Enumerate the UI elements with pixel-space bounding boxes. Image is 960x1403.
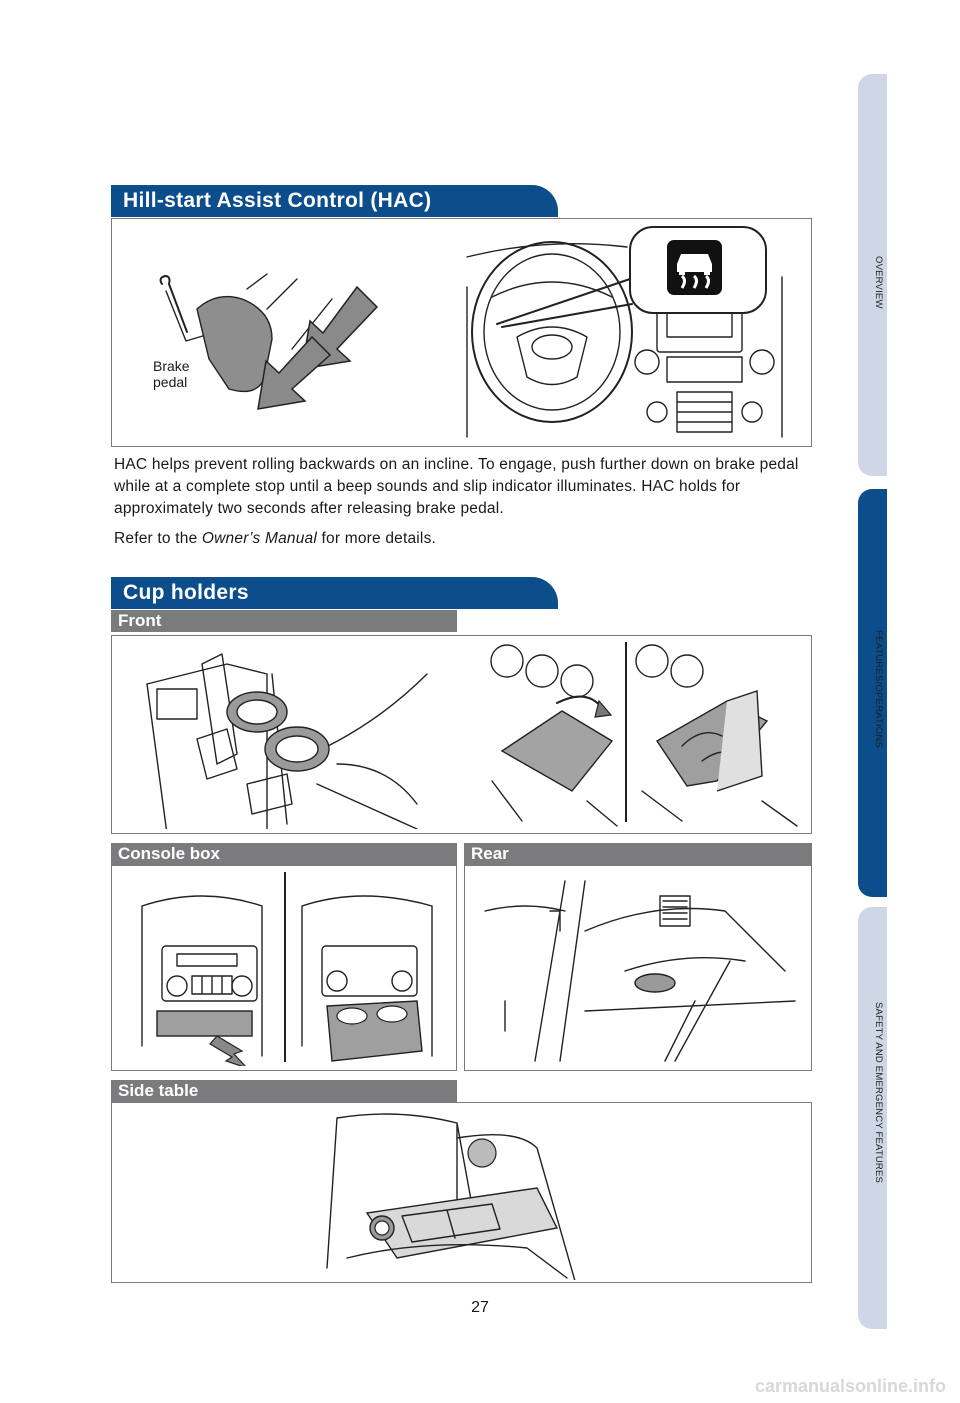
- front-cup-cover-illustration: [490, 644, 618, 827]
- side-tab-safety-label: SAFETY AND EMERGENCY FEATURES: [873, 1002, 884, 1184]
- side-table-label: Side table: [118, 1081, 199, 1100]
- front-illustration-frame: [111, 635, 812, 834]
- brake-label-line2: pedal: [153, 374, 188, 390]
- refer-prefix: Refer to the: [114, 530, 202, 547]
- side-tab-overview[interactable]: [858, 74, 887, 476]
- console-box-open-illustration: [301, 895, 433, 1062]
- console-box-closed-illustration: [141, 895, 263, 1066]
- front-label: Front: [118, 611, 162, 630]
- page-number: 27: [471, 1299, 489, 1316]
- refer-suffix: for more details.: [317, 530, 437, 547]
- hac-refer: Refer to the Owner’s Manual for more det…: [114, 528, 814, 550]
- rear-illustration-frame: [464, 865, 812, 1071]
- brake-label-line1: Brake: [153, 358, 190, 374]
- front-cup-open-illustration: [635, 644, 798, 827]
- hac-illustration-frame: Brake pedal: [111, 218, 812, 447]
- side-tab-features-label: FEATURES/OPERATIONS: [873, 630, 884, 748]
- console-box-label: Console box: [118, 844, 221, 863]
- side-tab-safety-emergency[interactable]: [858, 907, 887, 1329]
- side-table-illustration-frame: [111, 1102, 812, 1283]
- side-tab-overview-label: OVERVIEW: [873, 256, 884, 309]
- front-divider-line: [625, 642, 627, 822]
- hac-body: HAC helps prevent rolling backwards on a…: [114, 456, 799, 517]
- slip-indicator-icon: [667, 240, 722, 295]
- owners-manual-ref: Owner’s Manual: [201, 530, 317, 547]
- rear-label: Rear: [471, 844, 509, 863]
- watermark: carmanualsonline.info: [754, 1376, 946, 1396]
- cup-holders-section-header: Cup holders: [111, 577, 558, 609]
- side-table-subheader: Side table: [111, 1080, 457, 1102]
- brake-pedal-illustration: [159, 273, 379, 410]
- hac-title: Hill-start Assist Control (HAC): [123, 189, 432, 212]
- console-divider-line: [284, 872, 286, 1062]
- hac-description: HAC helps prevent rolling backwards on a…: [114, 454, 814, 550]
- console-box-subheader: Console box: [111, 843, 457, 865]
- callout-pointer: [496, 278, 633, 328]
- front-console-illustration: [146, 653, 428, 829]
- front-subheader: Front: [111, 610, 457, 632]
- rear-cup-holder-illustration: [484, 880, 796, 1062]
- cup-holders-title: Cup holders: [123, 581, 249, 604]
- console-box-illustration-frame: [111, 865, 457, 1071]
- brake-pedal-label: Brake pedal: [153, 358, 190, 390]
- side-table-illustration: [326, 1113, 576, 1280]
- hac-section-header: Hill-start Assist Control (HAC): [111, 185, 558, 217]
- side-tab-features-operations[interactable]: [858, 489, 887, 897]
- rear-subheader: Rear: [464, 843, 812, 865]
